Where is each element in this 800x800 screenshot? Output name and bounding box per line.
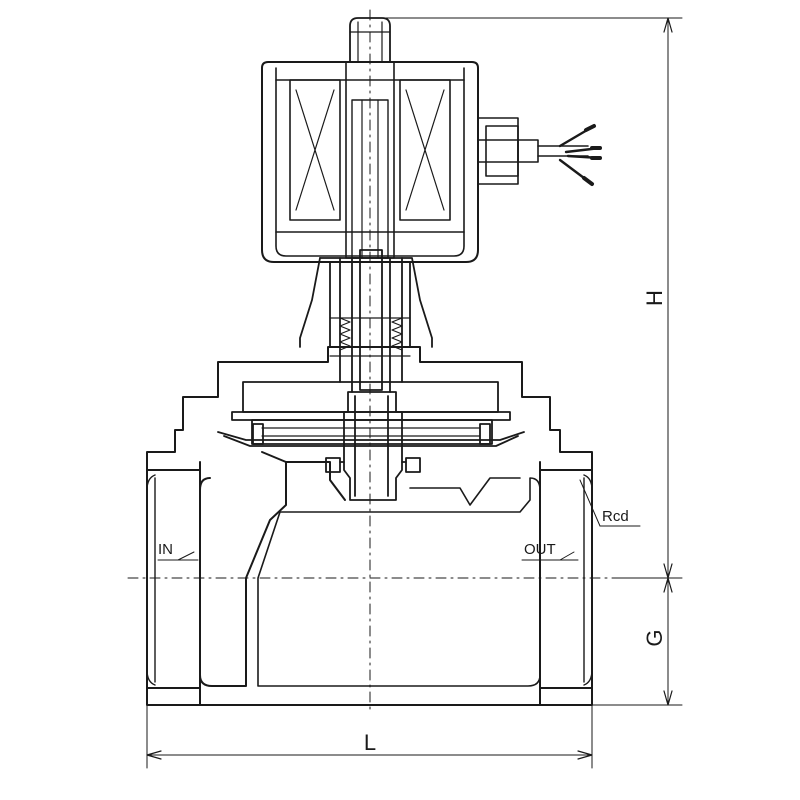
center-lines: [127, 9, 613, 711]
thread-label: Rcd: [602, 508, 629, 525]
inlet-port: [146, 474, 156, 686]
leader-lines: [157, 479, 641, 561]
lead-wires: [558, 124, 602, 186]
bonnet: [217, 381, 525, 447]
core-tube-neck: [299, 249, 433, 393]
outlet-port: [583, 474, 593, 686]
inlet-label: IN: [158, 541, 173, 558]
dimension-h-label: H: [642, 290, 667, 306]
outlet-label: OUT: [524, 541, 556, 558]
dimension-h: [369, 17, 683, 706]
plunger-stem: [325, 391, 421, 501]
dimension-l: [146, 704, 593, 769]
dimension-g: [663, 577, 673, 706]
dimension-l-label: L: [364, 730, 376, 755]
dimension-g-label: G: [642, 629, 667, 646]
internal-passage: [199, 451, 541, 687]
cable-gland: [477, 117, 589, 185]
